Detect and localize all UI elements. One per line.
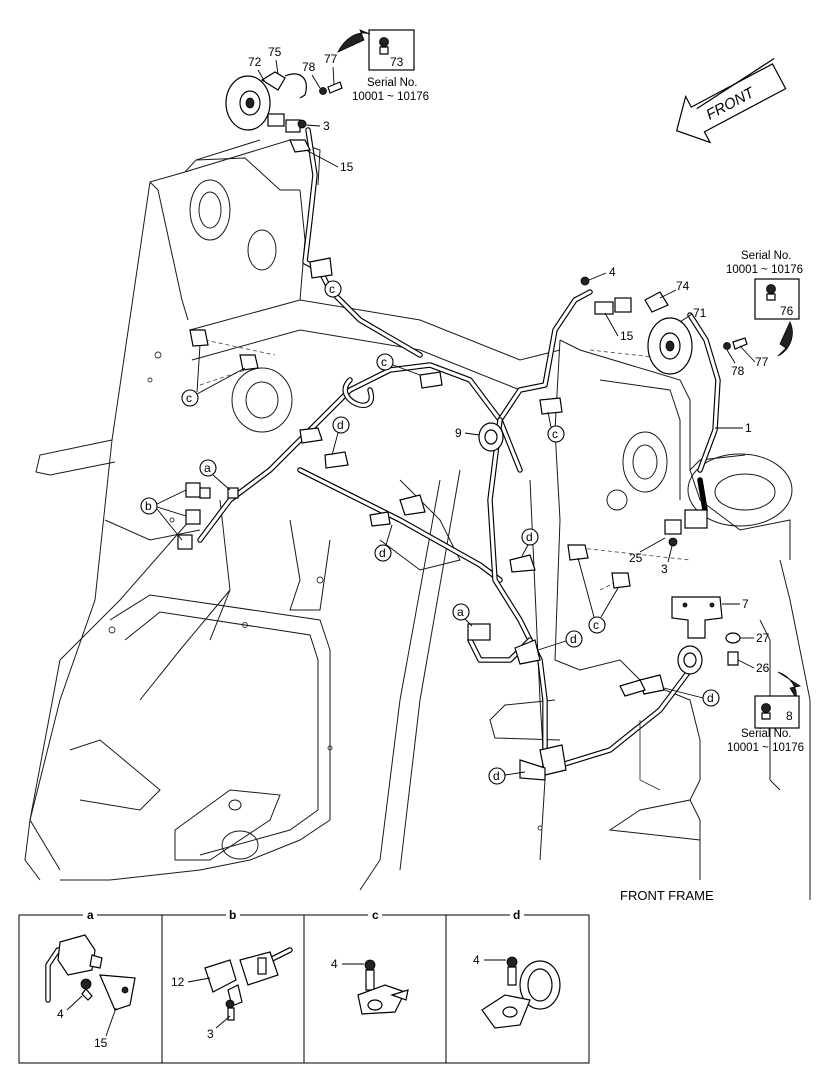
- front-frame-outline: [24, 139, 811, 900]
- part-label-26: 26: [756, 661, 770, 675]
- boxed-part-8: 8: [786, 709, 793, 723]
- callout-d-1: d: [337, 418, 344, 432]
- part-label-25: 25: [629, 551, 643, 565]
- part-label-74: 74: [676, 279, 690, 293]
- detail-a-header: a: [87, 908, 94, 922]
- part-label-9: 9: [455, 426, 462, 440]
- detail-a-part-15: 15: [94, 1036, 108, 1050]
- serial-note-1-line1: Serial No.: [367, 77, 418, 89]
- part-label-27: 27: [756, 631, 770, 645]
- callout-c-3: c: [186, 391, 192, 405]
- callout-b-1: b: [145, 499, 152, 513]
- part-label-15-right: 15: [620, 329, 634, 343]
- detail-b-part-3: 3: [207, 1027, 214, 1041]
- part-label-3-top: 3: [323, 119, 330, 133]
- boxed-part-73: 73: [390, 55, 404, 69]
- part-label-71: 71: [693, 306, 707, 320]
- callout-d-4: d: [570, 632, 577, 646]
- callout-c-4: c: [552, 427, 558, 441]
- detail-c-header: c: [372, 908, 379, 922]
- detail-d-header: d: [513, 908, 520, 922]
- callout-d-3: d: [526, 530, 533, 544]
- part-label-75: 75: [268, 45, 282, 59]
- callout-d-6: d: [493, 769, 500, 783]
- callout-d-2: d: [379, 546, 386, 560]
- callout-d-5: d: [707, 691, 714, 705]
- serial-note-3-line1: Serial No.: [741, 728, 792, 740]
- callout-c-5: c: [593, 618, 599, 632]
- callout-bubbles: c c c c c d d d d d d a a: [140, 280, 720, 785]
- detail-c-part-4: 4: [331, 957, 338, 971]
- part-labels: 72 75 77 78 3 15 4 74 71 15 77 78 1 9 25…: [248, 45, 770, 675]
- boxed-part-76: 76: [780, 304, 794, 318]
- serial-note-2-line2: 10001 ~ 10176: [726, 264, 803, 276]
- part-label-78-right: 78: [731, 364, 745, 378]
- part-label-1: 1: [745, 421, 752, 435]
- callout-c-2: c: [381, 355, 387, 369]
- parts: [177, 71, 748, 781]
- part-label-4-right: 4: [609, 265, 616, 279]
- part-label-3-right: 3: [661, 562, 668, 576]
- serial-note-1-line2: 10001 ~ 10176: [352, 91, 429, 103]
- serial-note-3-line2: 10001 ~ 10176: [727, 742, 804, 754]
- part-label-77-top: 77: [324, 52, 338, 66]
- detail-b-part-12: 12: [171, 975, 185, 989]
- part-label-7: 7: [742, 597, 749, 611]
- callout-a-2: a: [457, 605, 464, 619]
- detail-d-part-4: 4: [473, 953, 480, 967]
- detail-panels: a b c d 4 15 12 3: [18, 908, 590, 1064]
- front-direction-arrow: FRONT: [675, 58, 787, 144]
- serial-box-73: 73 Serial No. 10001 ~ 10176: [337, 29, 429, 103]
- part-label-78-top: 78: [302, 60, 316, 74]
- wiring-harness: [197, 127, 721, 791]
- diagram-title: FRONT FRAME: [620, 888, 714, 903]
- serial-note-2-line1: Serial No.: [741, 250, 792, 262]
- part-label-72: 72: [248, 55, 262, 69]
- serial-box-8: 8 Serial No. 10001 ~ 10176: [727, 671, 804, 754]
- detail-b-header: b: [229, 908, 236, 922]
- callout-a-1: a: [204, 461, 211, 475]
- detail-a-part-4: 4: [57, 1007, 64, 1021]
- reference-lines: [199, 339, 691, 591]
- part-label-15-top: 15: [340, 160, 354, 174]
- part-label-77-right: 77: [755, 355, 769, 369]
- serial-box-76: Serial No. 10001 ~ 10176 76: [726, 250, 803, 357]
- callout-c-1: c: [329, 282, 335, 296]
